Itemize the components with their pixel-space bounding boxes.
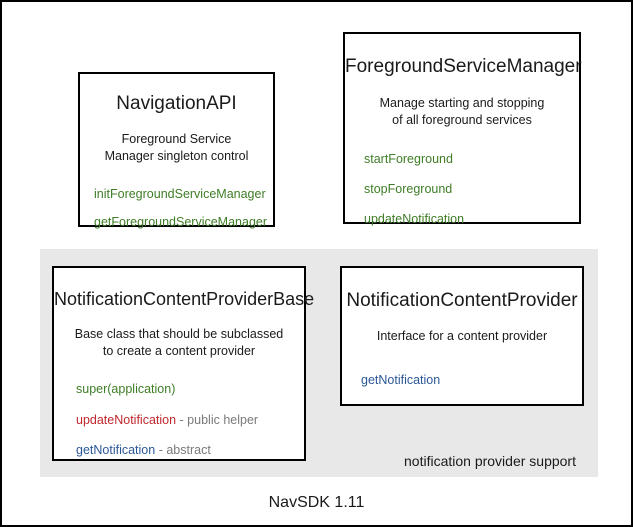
group-caption: notification provider support <box>404 453 576 469</box>
description-line: Manage starting and stopping <box>379 95 545 110</box>
class-box-notification-content-provider-base[interactable]: NotificationContentProviderBase Base cla… <box>52 266 315 461</box>
member-name: initForegroundServiceManager <box>94 186 266 201</box>
class-title-navigation-api: NavigationAPI <box>116 93 237 114</box>
description-line: Foreground Service <box>121 131 232 146</box>
class-description-notification-content-provider: Interface for a content provider <box>342 328 582 345</box>
class-description-foreground-service-manager: Manage starting and stopping of all fore… <box>345 95 579 129</box>
description-line: to create a content provider <box>102 343 256 358</box>
member-note: - abstract <box>155 442 211 457</box>
member-name: super(application) <box>76 382 176 397</box>
class-member[interactable]: initForegroundServiceManager <box>94 186 273 202</box>
member-name: getNotification <box>361 372 441 387</box>
member-name: getNotification <box>76 442 156 457</box>
class-member[interactable]: super(application) <box>76 381 304 397</box>
class-description-notification-content-provider-base: Base class that should be subclassed to … <box>54 326 304 360</box>
class-title-foreground-service-manager: ForegroundServiceManager <box>345 56 582 77</box>
class-member[interactable]: startForeground <box>364 151 579 167</box>
class-member[interactable]: updateNotification <box>364 211 579 227</box>
class-member[interactable]: getNotification - abstract <box>76 442 304 458</box>
diagram-footer-label: NavSDK 1.11 <box>268 494 365 511</box>
member-name: updateNotification <box>76 412 177 427</box>
member-list-notification-content-provider-base: super(application) updateNotification - … <box>54 381 304 458</box>
class-title-notification-content-provider: NotificationContentProvider <box>346 290 578 311</box>
member-note: - public helper <box>176 412 259 427</box>
class-box-navigation-api[interactable]: NavigationAPI Foreground Service Manager… <box>78 72 275 229</box>
class-title-notification-content-provider-base: NotificationContentProviderBase <box>54 289 315 309</box>
member-name: getForegroundServiceManager <box>94 214 268 229</box>
member-list-navigation-api: initForegroundServiceManager getForegrou… <box>80 186 273 231</box>
member-name: updateNotification <box>364 212 465 227</box>
description-line: Manager singleton control <box>104 148 249 163</box>
description-line: of all foreground services <box>392 112 532 127</box>
class-member[interactable]: updateNotification - public helper <box>76 412 304 428</box>
class-box-notification-content-provider[interactable]: NotificationContentProvider Interface fo… <box>340 266 584 406</box>
member-name: startForeground <box>364 151 453 166</box>
member-list-notification-content-provider: getNotification <box>342 372 582 388</box>
class-member[interactable]: getForegroundServiceManager <box>94 214 273 230</box>
description-line: Interface for a content provider <box>376 328 548 343</box>
class-member[interactable]: stopForeground <box>364 181 579 197</box>
class-description-navigation-api: Foreground Service Manager singleton con… <box>80 131 273 165</box>
member-name: stopForeground <box>364 181 453 196</box>
class-box-foreground-service-manager[interactable]: ForegroundServiceManager Manage starting… <box>343 32 582 226</box>
class-member[interactable]: getNotification <box>361 372 582 388</box>
member-list-foreground-service-manager: startForeground stopForeground updateNot… <box>345 151 579 228</box>
description-line: Base class that should be subclassed <box>74 326 284 341</box>
